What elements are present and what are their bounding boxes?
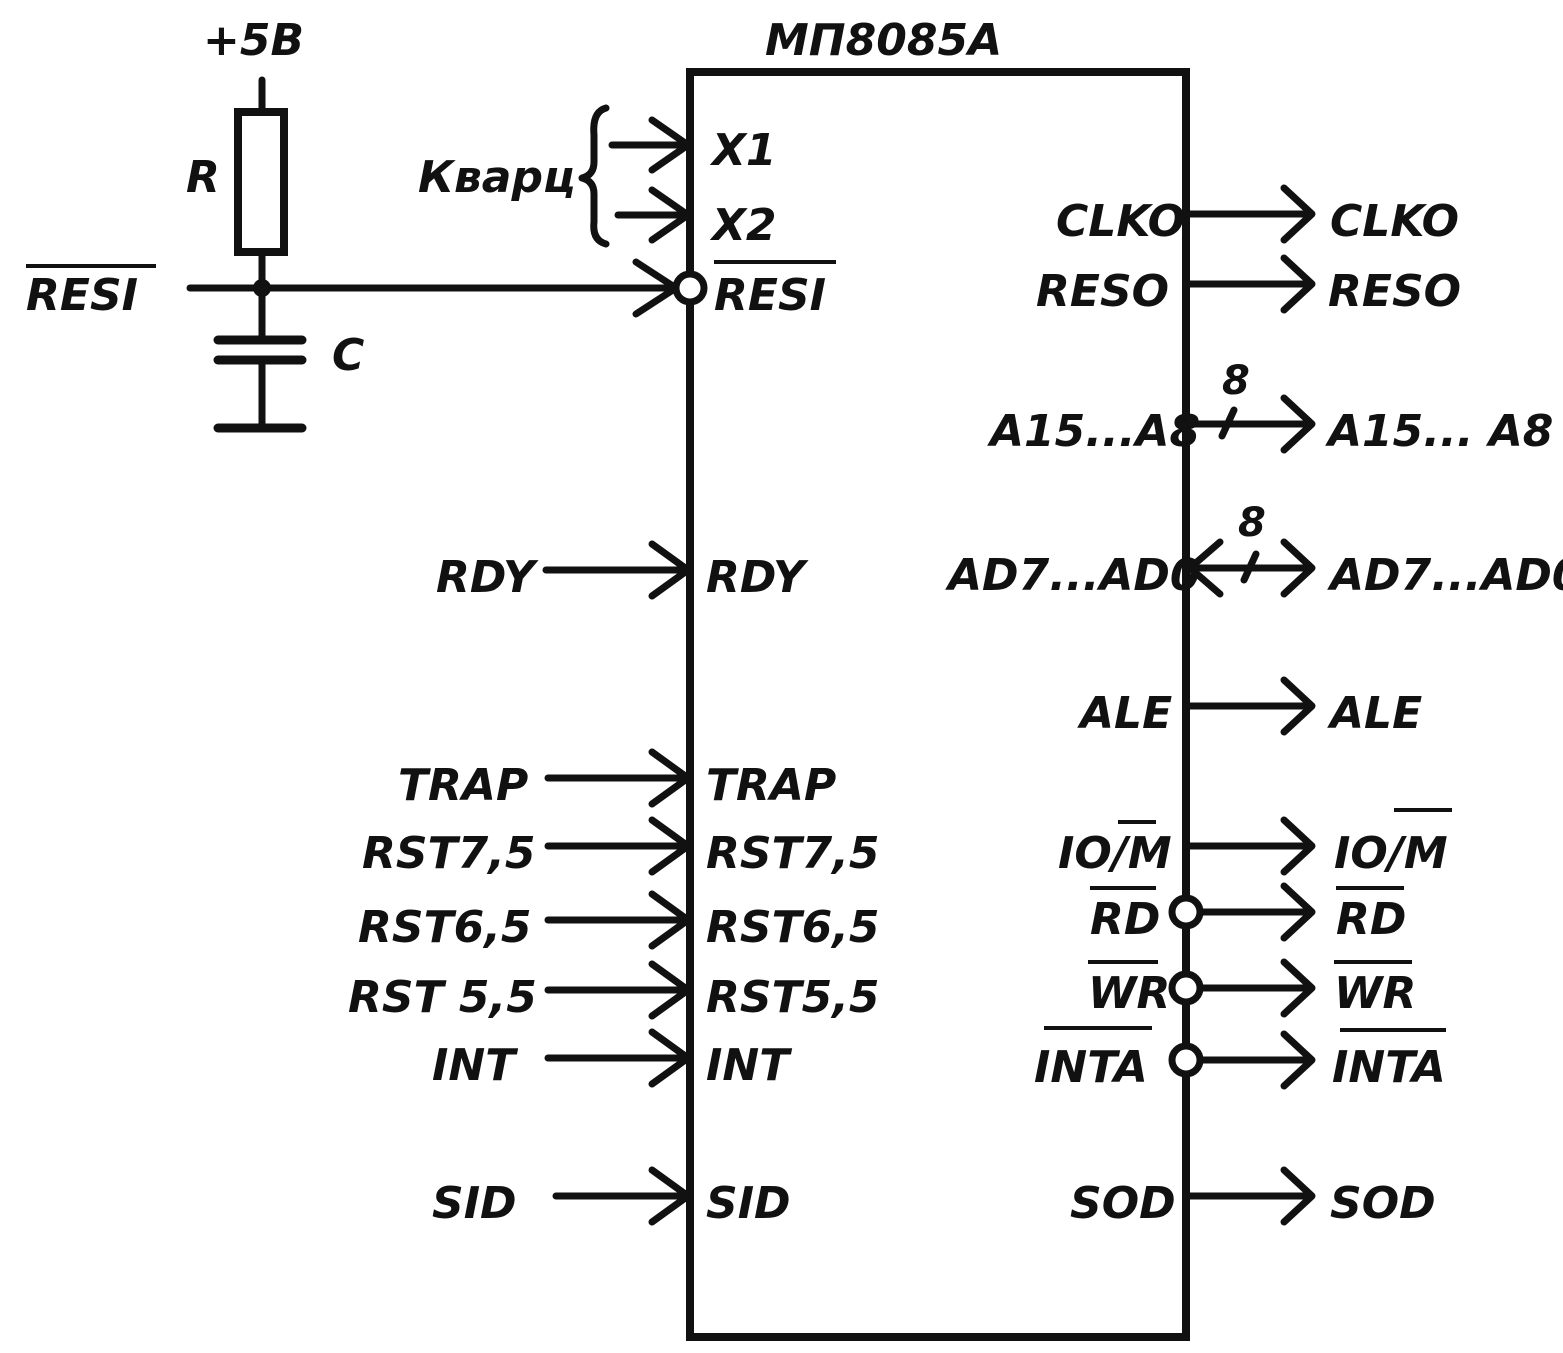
iom-arrow: [1280, 816, 1316, 876]
pin-sid: SID: [706, 1178, 791, 1229]
pin-rst75: RST7,5: [706, 828, 880, 879]
pin-reso: RESO: [1036, 266, 1169, 317]
wr-bubble: [1168, 970, 1204, 1006]
rdy-arrow: [648, 540, 692, 600]
pin-x2: X2: [709, 200, 777, 251]
signal-sid: SID: [432, 1178, 517, 1229]
signal-int: INT: [432, 1040, 518, 1091]
resistor: [234, 108, 288, 256]
ad7-arrow-out: [1280, 538, 1316, 598]
a15-bus-width: 8: [1222, 358, 1250, 404]
supply-label: +5В: [203, 15, 304, 66]
ad7-bus-width: 8: [1238, 500, 1266, 546]
signal-inta: INTA: [1332, 1042, 1446, 1093]
signal-sod: SOD: [1330, 1178, 1436, 1229]
crystal-brace: [578, 104, 610, 248]
rst55-arrow: [648, 960, 692, 1020]
pin-wr: WR: [1088, 968, 1170, 1019]
pin-rst55: RST5,5: [706, 972, 880, 1023]
rd-arrow: [1280, 882, 1316, 942]
chip-body: [686, 68, 1190, 1341]
signal-reso: RESO: [1328, 266, 1461, 317]
pin-int: INT: [706, 1040, 792, 1091]
rd-bubble: [1168, 894, 1204, 930]
signal-trap: TRAP: [398, 760, 528, 811]
pin-ad7: AD7...AD0: [945, 550, 1201, 601]
pin-iom: IO/M: [1058, 828, 1172, 879]
crystal-label: Кварц: [418, 152, 576, 203]
pin-clko: CLKO: [1056, 196, 1185, 247]
signal-rst75: RST7,5: [362, 828, 536, 879]
rst65-arrow: [648, 890, 692, 950]
int-arrow: [648, 1028, 692, 1088]
pin-rdy: RDY: [706, 552, 809, 603]
inta-arrow: [1280, 1030, 1316, 1090]
signal-wr: WR: [1334, 968, 1416, 1019]
sid-arrow: [648, 1166, 692, 1226]
inta-bubble: [1168, 1042, 1204, 1078]
ad7-arrow-in: [1186, 538, 1224, 598]
signal-rdy: RDY: [436, 552, 539, 603]
trap-arrow: [648, 748, 692, 808]
signal-rd: RD: [1336, 894, 1406, 945]
reset-bubble: [672, 270, 708, 306]
signal-a15: A15... A8: [1325, 406, 1553, 457]
capacitor-label: C: [332, 330, 364, 381]
pin-x1: X1: [709, 125, 777, 176]
reso-arrow: [1280, 254, 1316, 314]
pin-inta: INTA: [1034, 1042, 1148, 1093]
clko-arrow: [1280, 184, 1316, 244]
ale-arrow: [1280, 676, 1316, 736]
signal-rst65: RST6,5: [358, 902, 532, 953]
reset-input-label: RESI: [26, 270, 138, 321]
pin-ale: ALE: [1077, 688, 1172, 739]
pin-resi: RESI: [714, 270, 826, 321]
signal-ale: ALE: [1327, 688, 1422, 739]
ad7-bus-slash: [1240, 550, 1260, 584]
pin-sod: SOD: [1070, 1178, 1176, 1229]
signal-ad7: AD7...AD0: [1327, 550, 1563, 601]
sod-arrow: [1280, 1166, 1316, 1226]
pin-rd: RD: [1090, 894, 1160, 945]
x1-arrow: [648, 116, 692, 174]
signal-rst55: RST 5,5: [348, 972, 537, 1023]
pin-trap: TRAP: [706, 760, 836, 811]
rst75-arrow: [648, 816, 692, 876]
signal-iom: IO/M: [1334, 828, 1448, 879]
pin-a15: A15...A8: [987, 406, 1200, 457]
a15-arrow: [1280, 394, 1316, 454]
signal-clko: CLKO: [1330, 196, 1459, 247]
a15-bus-slash: [1218, 406, 1238, 440]
pin-rst65: RST6,5: [706, 902, 880, 953]
resistor-label: R: [186, 152, 220, 203]
wr-arrow: [1280, 958, 1316, 1018]
x2-arrow: [648, 186, 692, 244]
chip-name: МП8085А: [765, 15, 1002, 66]
